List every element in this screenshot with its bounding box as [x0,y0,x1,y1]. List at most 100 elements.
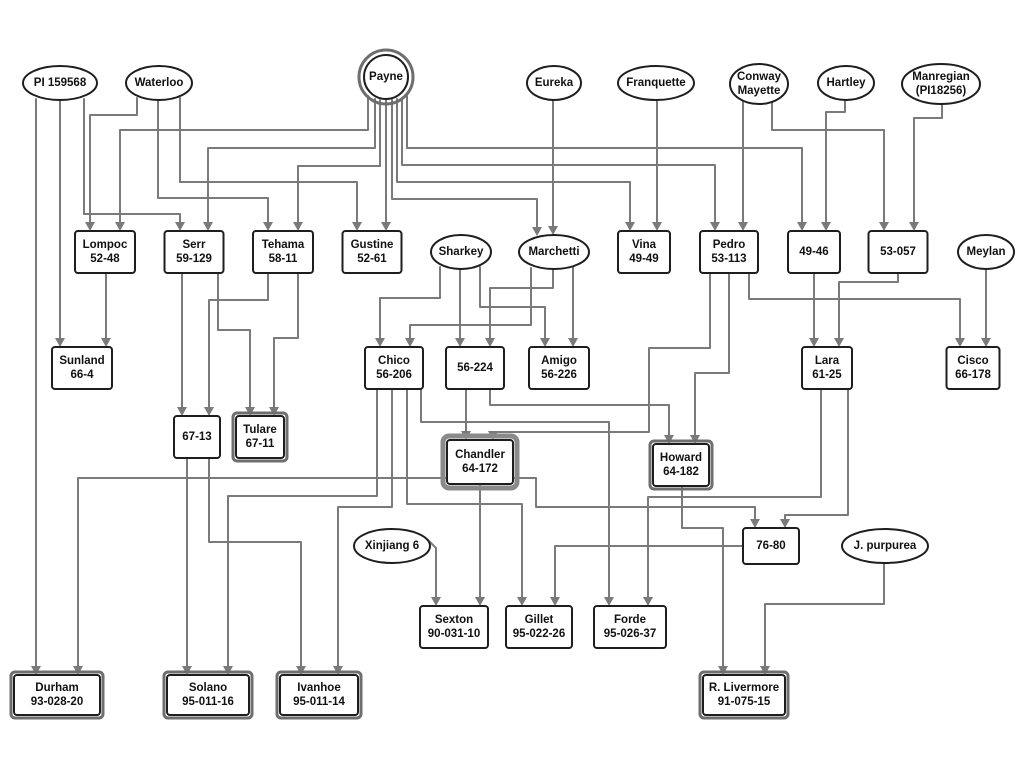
node-accession: Mayette [738,85,781,97]
node-box [945,346,1001,390]
edge-marchetti-to-56-224 [485,268,554,347]
edge-chandler-to-sexton [475,483,485,606]
edge-payne-to-vina [396,98,635,231]
node-hartley[interactable]: Hartley [817,65,875,101]
node-manregian[interactable]: Manregian(PI18256) [901,63,981,105]
node-chico[interactable]: Chico 56-206 [364,346,424,390]
node-name: Gustine [351,239,394,251]
node-name: Chico [378,355,410,367]
node-name: 53-057 [880,246,916,258]
edge-line [207,98,376,225]
node-accession: 56-206 [376,369,412,381]
node-name: Marchetti [528,246,579,258]
node-name: Manregian [912,71,970,83]
node-ellipse [125,65,193,101]
node-56-224[interactable]: 56-224 [445,346,505,390]
node-name: Franquette [626,77,685,89]
edge-line [838,272,899,341]
node-name: Ivanhoe [297,682,340,694]
nodes-layer: PI 159568 Waterloo Payne Eureka Franquette Co… [9,48,1015,720]
edge-line [764,562,885,669]
edge-chandler-to-76-80 [512,477,760,528]
arrowhead-icon [821,222,831,231]
node-accession: 67-11 [246,438,275,450]
node-name: Gillet [525,614,554,626]
arrowhead-icon [643,597,653,606]
node-meylan[interactable]: Meylan [957,234,1015,270]
node-xinjiang-6[interactable]: Xinjiang 6 [353,528,431,564]
edge-serr-to-tulare [217,272,255,416]
arrowhead-icon [780,519,790,528]
node-53-057[interactable]: 53-057 [867,230,929,274]
edge-56-224-to-chandler [461,388,471,440]
double-border [648,439,714,491]
node-name: Sharkey [439,246,484,258]
node-name: Lompoc [83,239,128,251]
node-67-13[interactable]: 67-13 [173,415,221,459]
node-accession: 53-113 [711,253,746,265]
node-76-80[interactable]: 76-80 [742,527,800,565]
edge-pi-159568-to-serr [83,98,185,231]
edge-payne-to-serr [203,98,376,231]
edge-line [681,485,724,669]
edge-marchetti-to-chico [405,267,532,347]
node-box [341,230,403,274]
node-name: Sexton [435,614,473,626]
node-accession: 52-61 [357,253,387,265]
node-pi-159568[interactable]: PI 159568 [22,65,98,101]
edge-pi-159568-to-durham [31,98,41,675]
node-accession: 64-182 [663,466,699,478]
node-pedro[interactable]: Pedro 53-113 [699,230,759,274]
node-name: Pedro [713,239,746,251]
arrowhead-icon [797,222,807,231]
node-name: Xinjiang 6 [365,540,419,552]
edge-line [771,101,885,225]
node-franquette[interactable]: Franquette [617,65,695,101]
node-gustine[interactable]: Gustine 52-61 [341,230,403,274]
node-payne[interactable]: Payne [357,48,415,106]
edge-meylan-to-cisco [981,268,991,347]
node-accession: 58-11 [269,253,298,265]
arrowhead-icon [405,338,415,347]
edge-line [77,477,448,669]
node-marchetti[interactable]: Marchetti [518,234,590,270]
edge-line [554,545,744,600]
arrowhead-icon [738,222,748,231]
node-ellipse [518,234,590,270]
arrowhead-icon [652,222,662,231]
edge-sharkey-to-chico [375,266,441,347]
node-49-46[interactable]: 49-46 [787,230,841,274]
edge-line [337,388,393,669]
node-eureka[interactable]: Eureka [526,65,582,101]
node-j-purpurea[interactable]: J. purpurea [841,528,929,564]
node-name: Waterloo [135,77,184,89]
edge-line [396,98,631,225]
edge-payne-to-49-46 [406,95,807,231]
edge-line [157,99,269,225]
node-sharkey[interactable]: Sharkey [430,234,492,270]
node-waterloo[interactable]: Waterloo [125,65,193,101]
node-box [699,230,759,274]
node-name: Hartley [827,77,867,89]
edge-conway-to-pedro [738,101,748,231]
node-box [163,230,225,274]
